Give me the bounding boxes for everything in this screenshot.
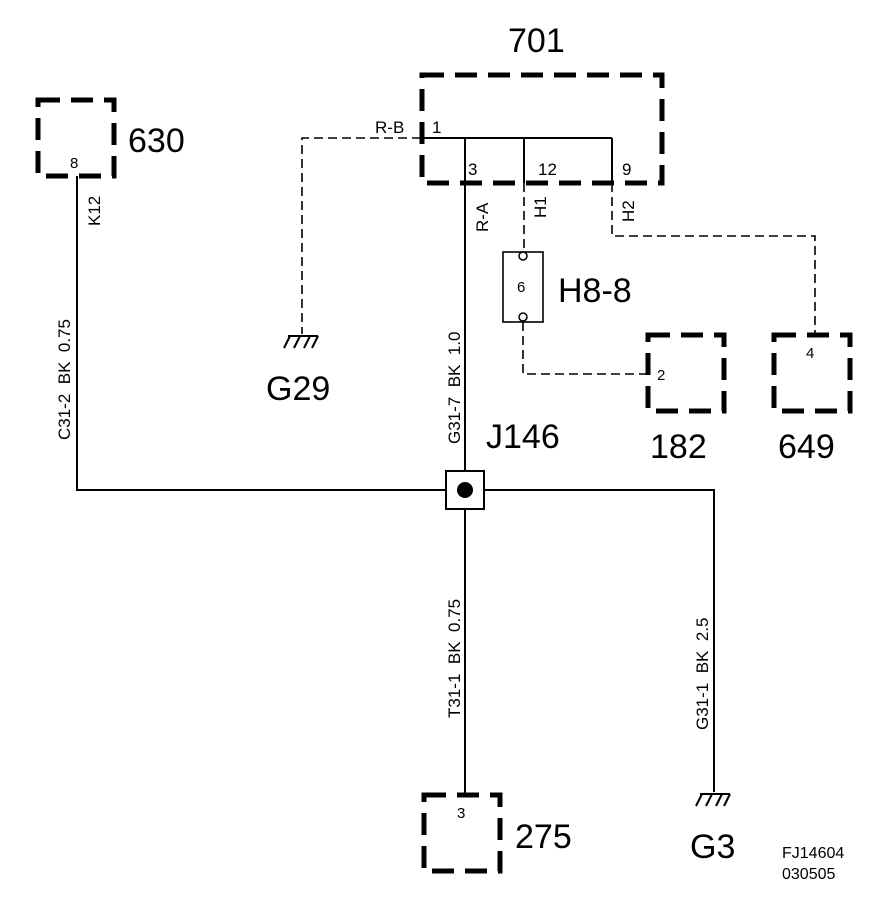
label-182: 182 [650, 428, 707, 466]
fuse-top-terminal [518, 251, 528, 261]
wire-h2 [611, 183, 816, 336]
footer-code-2: 030505 [782, 866, 835, 883]
wire-r-b [301, 137, 421, 334]
component-182-box [645, 332, 727, 414]
component-275-box [421, 792, 503, 874]
pin-701-3: 3 [468, 160, 477, 179]
component-649-box [771, 332, 853, 414]
label-g29: G29 [266, 370, 330, 408]
component-630-box [35, 97, 117, 179]
pin-fuse-6: 6 [517, 279, 525, 296]
pin-182-2: 2 [657, 367, 665, 384]
pin-701-1: 1 [432, 118, 441, 137]
label-g3: G3 [690, 828, 735, 866]
footer-code-1: FJ14604 [782, 845, 844, 862]
label-649: 649 [778, 428, 835, 466]
wire-label-h1: H1 [531, 196, 550, 218]
wire-label-h2: H2 [619, 200, 638, 222]
pin-630-8: 8 [70, 155, 78, 172]
wire-label-r-b: R-B [375, 118, 404, 137]
ground-g29-symbol [283, 335, 319, 349]
label-h8-8: H8-8 [558, 272, 632, 310]
label-275: 275 [515, 818, 572, 856]
pin-701-12: 12 [538, 160, 557, 179]
pin-701-9: 9 [622, 160, 631, 179]
wire-label-g31-1: G31-1 BK 2.5 [693, 618, 712, 730]
wire-g31-1 [484, 489, 715, 792]
label-j146: J146 [486, 418, 560, 456]
label-701: 701 [508, 22, 565, 60]
fuse-bottom-terminal [518, 312, 528, 322]
junction-j146-dot [457, 482, 473, 498]
component-701-box [419, 72, 665, 186]
fuse-h8-8-body [502, 251, 544, 323]
wire-label-g31-7: G31-7 BK 1.0 [445, 332, 464, 444]
wire-fuse-to-182 [522, 322, 648, 375]
pin-275-3: 3 [457, 805, 465, 822]
wire-c31-2 [76, 176, 446, 491]
pin-649-4: 4 [806, 345, 814, 362]
wire-label-r-a: R-A [473, 202, 492, 232]
ground-g3-symbol [695, 793, 731, 807]
wire-label-k12: K12 [85, 196, 104, 226]
label-630: 630 [128, 122, 185, 160]
wire-label-c31-2: C31-2 BK 0.75 [55, 319, 74, 440]
wire-label-t31-1: T31-1 BK 0.75 [445, 599, 464, 718]
